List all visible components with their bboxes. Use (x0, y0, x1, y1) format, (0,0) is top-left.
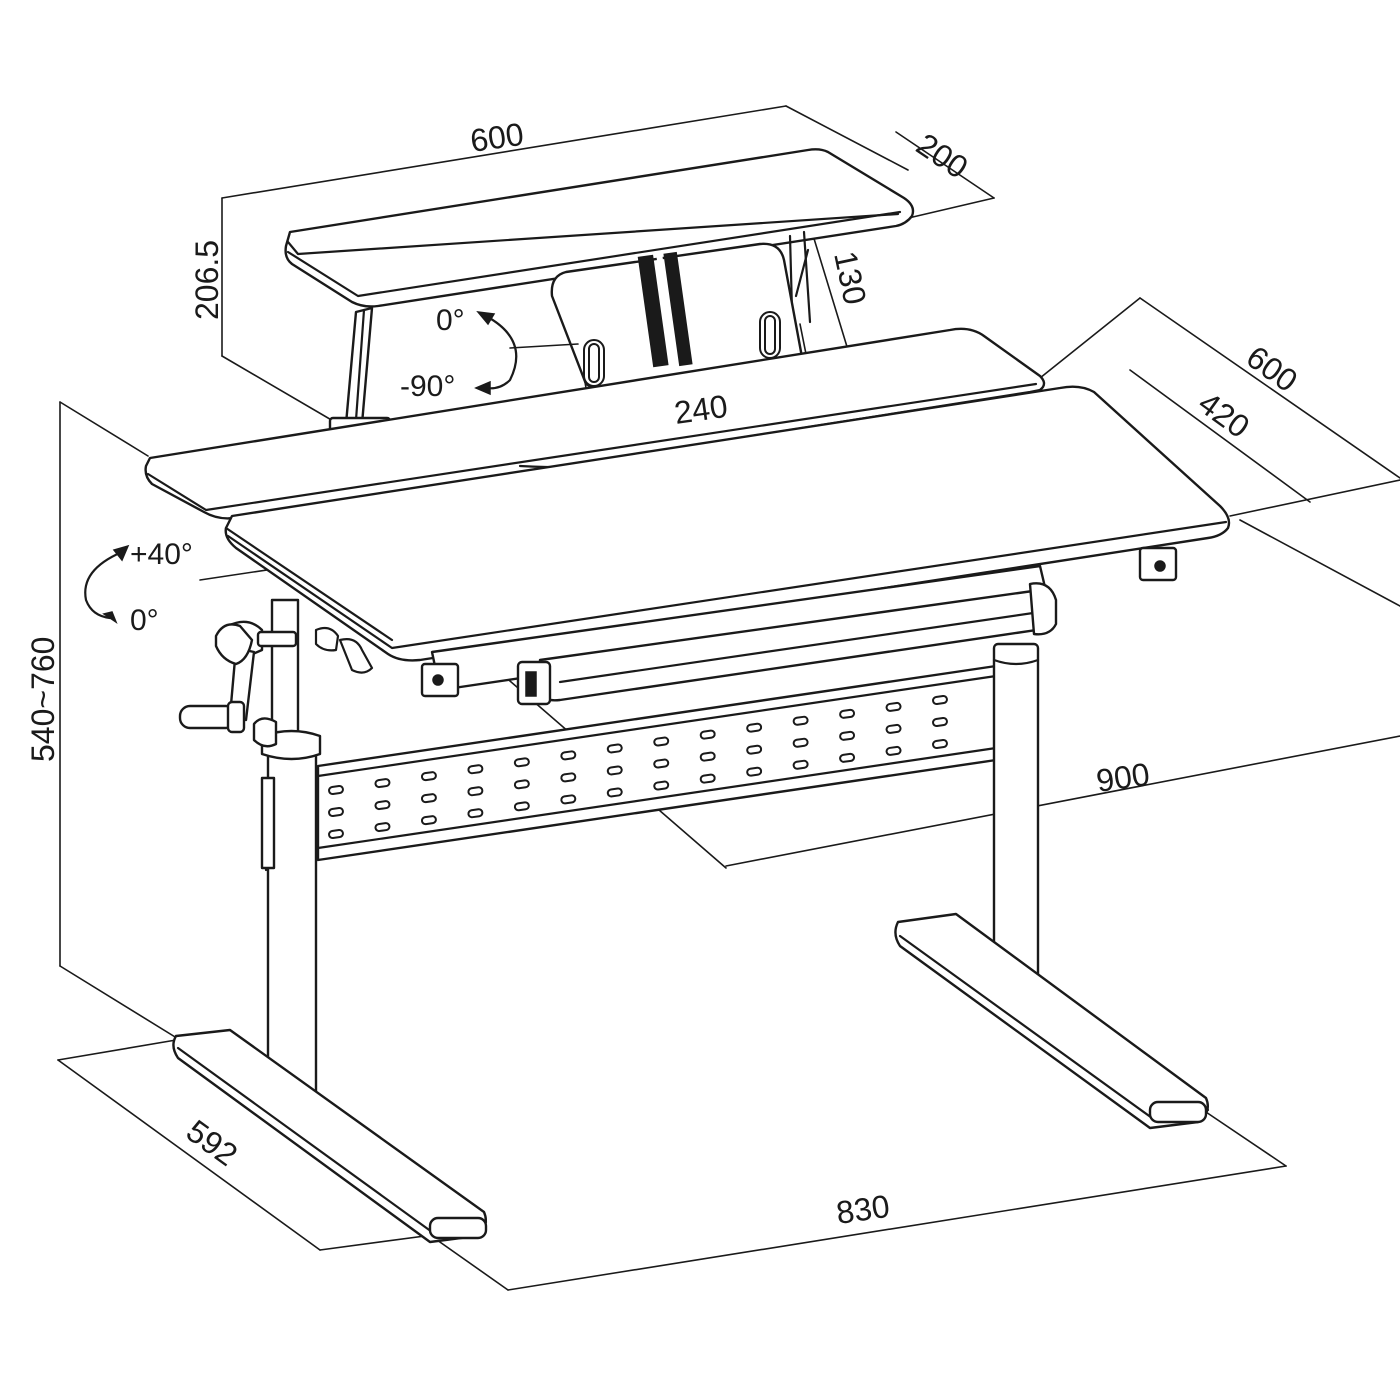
panel-slot (746, 744, 763, 755)
right-leg (894, 642, 1210, 1130)
holder-angle-arrow (474, 311, 579, 396)
label-base-width: 830 (834, 1188, 892, 1231)
label-tilt-max: +40° (130, 538, 193, 571)
desk-top-front (224, 385, 1231, 662)
panel-slot (513, 757, 530, 768)
panel-slot (328, 785, 344, 795)
panel-slot (374, 778, 391, 789)
panel-slot (420, 793, 437, 804)
panel-slot (932, 739, 948, 749)
panel-slot (699, 751, 716, 762)
panel-slot (328, 807, 344, 817)
label-tilt-min: 0° (130, 604, 159, 637)
panel-slot (467, 808, 484, 819)
panel-slot (839, 752, 856, 763)
panel-slot (885, 723, 902, 734)
hand-crank[interactable] (178, 620, 298, 748)
panel-slot (746, 722, 763, 733)
under-desk-hardware (314, 546, 1178, 706)
panel-slot (932, 717, 948, 727)
label-desk-depth: 600 (1240, 339, 1304, 400)
panel-slot (420, 771, 437, 782)
label-desk-height: 540~760 (25, 637, 61, 762)
panel-slot (932, 695, 948, 705)
panel-slot (746, 766, 763, 777)
panel-slot (560, 794, 577, 805)
panel-slot (653, 758, 670, 769)
panel-slot (374, 822, 391, 833)
tilt-angle-arrow (84, 544, 130, 624)
panel-slot (467, 786, 484, 797)
left-leg (172, 598, 488, 1244)
panel-slot (699, 773, 716, 784)
panel-slot (374, 800, 391, 811)
label-holder-width: 240 (672, 388, 730, 431)
label-holder-down: -90° (400, 370, 455, 403)
panel-slot (839, 730, 856, 741)
panel-slot (513, 801, 530, 812)
panel-slot (420, 815, 437, 826)
panel-slot (606, 743, 623, 754)
panel-slot (467, 764, 484, 775)
label-shelf-width: 600 (468, 116, 526, 159)
angle-labels: 0° -90° +40° 0° (130, 304, 465, 637)
panel-slot (792, 759, 809, 770)
label-holder-height: 130 (827, 248, 873, 308)
panel-slot (839, 708, 856, 719)
panel-slot (513, 779, 530, 790)
panel-slot (699, 729, 716, 740)
panel-slots (328, 695, 948, 839)
label-base-depth: 592 (180, 1113, 244, 1174)
panel-slot (653, 736, 670, 747)
panel-slot (792, 737, 809, 748)
panel-slot (792, 715, 809, 726)
panel-slot (606, 765, 623, 776)
label-shelf-height: 206.5 (189, 240, 225, 320)
label-holder-up: 0° (436, 304, 465, 337)
label-top-depth: 420 (1192, 385, 1256, 446)
panel-slot (560, 772, 577, 783)
panel-slot (885, 701, 902, 712)
panel-slot (606, 787, 623, 798)
label-shelf-depth: 200 (910, 126, 974, 186)
panel-slot (653, 780, 670, 791)
panel-slot (328, 829, 344, 839)
label-desk-width: 900 (1094, 756, 1152, 799)
panel-slot (885, 745, 902, 756)
panel-slot (560, 750, 577, 761)
